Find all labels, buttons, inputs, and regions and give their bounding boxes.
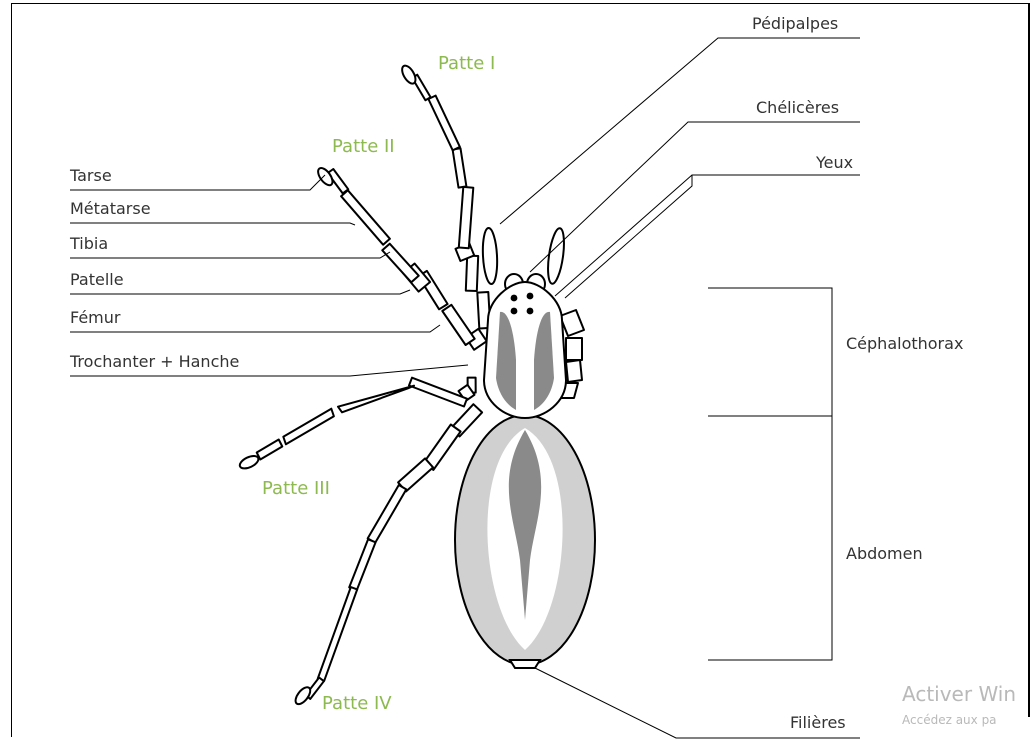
label-patte-1: Patte I [438, 55, 495, 73]
label-tibia: Tibia [70, 236, 108, 252]
leader-patelle [70, 290, 410, 294]
pedipalps [482, 227, 567, 284]
label-filieres: Filières [790, 715, 846, 731]
leg-patte-1 [399, 63, 490, 328]
label-femur: Fémur [70, 310, 120, 326]
label-patte-3: Patte III [262, 480, 330, 498]
label-tarse: Tarse [70, 168, 112, 184]
label-abdomen: Abdomen [846, 546, 923, 562]
label-patte-2: Patte II [332, 138, 395, 156]
leader-cephalothorax [708, 288, 832, 416]
label-yeux: Yeux [816, 155, 853, 171]
label-patelle: Patelle [70, 272, 124, 288]
watermark-activate-windows: Activer Win [902, 684, 1016, 704]
label-cephalothorax: Céphalothorax [846, 336, 963, 352]
abdomen-shape [455, 415, 595, 668]
label-trochanter-hanche: Trochanter + Hanche [70, 354, 239, 370]
leader-yeux-a [555, 175, 860, 296]
leader-cheliceres [530, 122, 860, 272]
watermark-settings-hint: Accédez aux pa [902, 714, 997, 726]
label-cheliceres: Chélicères [756, 100, 839, 116]
leg-patte-4 [293, 404, 482, 706]
leader-abdomen [708, 416, 832, 660]
leader-metatarse [70, 223, 355, 225]
leader-yeux-b [565, 175, 692, 298]
label-pedipalpes: Pédipalpes [752, 16, 838, 32]
label-patte-4: Patte IV [322, 695, 392, 713]
leader-tibia [70, 252, 390, 258]
leader-femur [70, 325, 440, 332]
label-metatarse: Métatarse [70, 201, 151, 217]
cephalothorax-shape [484, 282, 566, 418]
